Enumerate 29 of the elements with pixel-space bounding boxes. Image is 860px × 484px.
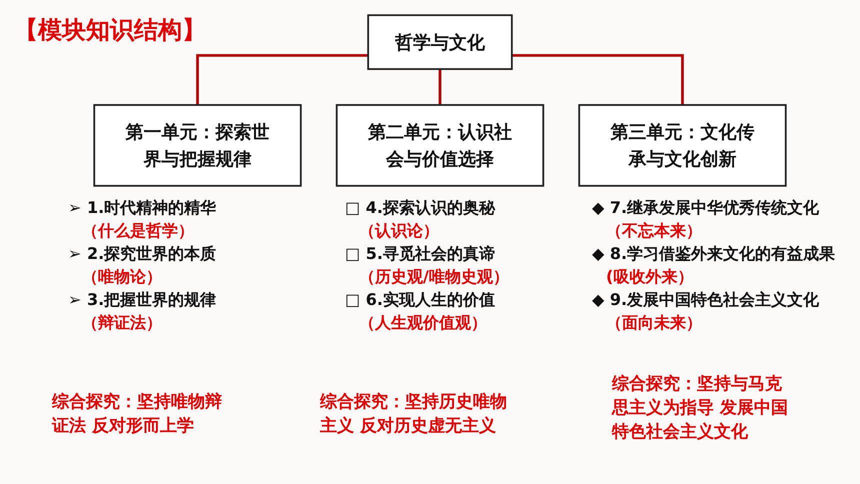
connector: [512, 54, 684, 105]
list-item: ➢ 1.时代精神的精华: [68, 197, 218, 219]
list-item: ◆ 8.学习借鉴外来文化的有益成果: [592, 243, 836, 265]
list-item: □ 6.实现人生的价值: [345, 289, 496, 311]
topic-note: （唯物论）: [81, 266, 163, 288]
list-item: □ 4.探索认识的奥秘: [345, 197, 496, 219]
node-box: 第二单元：认识社会与价值选择: [336, 104, 544, 187]
topic-note: （辩证法）: [81, 312, 163, 334]
summary-note: 综合探究：坚持与马克思主义为指导 发展中国特色社会主义文化: [612, 373, 789, 444]
summary-note: 综合探究：坚持历史唯物主义 反对历史虚无主义: [320, 391, 508, 438]
page-title: 【模块知识结构】: [14, 15, 206, 46]
list-item: □ 5.寻觅社会的真谛: [345, 243, 496, 265]
node-box: 哲学与文化: [367, 14, 513, 70]
summary-note: 综合探究：坚持唯物辩证法 反对形而上学: [52, 391, 223, 438]
list-item: ◆ 9.发展中国特色社会主义文化: [592, 289, 820, 311]
connector: [196, 54, 368, 105]
topic-note: (吸收外来）: [605, 266, 694, 288]
list-item: ◆ 7.继承发展中华优秀传统文化: [592, 197, 820, 219]
list-item: ➢ 3.把握世界的规律: [68, 289, 218, 311]
topic-note: （认识论）: [358, 220, 440, 242]
topic-note: （不忘本来）: [605, 220, 703, 242]
node-box: 第一单元：探索世界与把握规律: [93, 104, 302, 187]
list-item: ➢ 2.探究世界的本质: [68, 243, 218, 265]
topic-note: （面向未来）: [605, 312, 703, 334]
topic-note: （什么是哲学）: [81, 220, 195, 242]
topic-note: （历史观/唯物史观）: [358, 266, 510, 288]
connector: [438, 68, 442, 105]
node-box: 第三单元：文化传承与文化创新: [578, 104, 787, 187]
topic-note: （人生观价值观）: [358, 312, 488, 334]
